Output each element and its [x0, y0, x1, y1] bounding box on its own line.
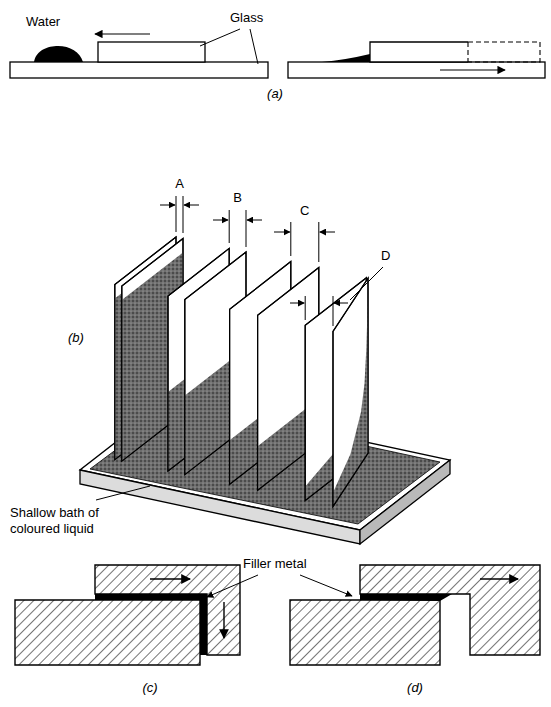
figure-label: (d)	[407, 680, 423, 696]
figure-label: (d)	[407, 680, 423, 696]
leader-arrow	[300, 575, 352, 596]
callout-text: Shallow bath of coloured liquid	[10, 505, 128, 537]
dimension-arrow	[320, 232, 335, 233]
leader-line	[200, 29, 240, 46]
leader-arrow	[207, 575, 258, 597]
figure-label: (b)	[68, 330, 84, 346]
dimension-arrow	[274, 232, 290, 233]
figure-label: (b)	[68, 330, 84, 346]
glass-slab	[288, 62, 545, 78]
dimension-letter: B	[233, 190, 242, 206]
dimension-arrow	[247, 220, 262, 221]
water-film	[322, 54, 370, 62]
dimension-arrow	[213, 220, 228, 221]
extension-line	[305, 296, 306, 320]
dimension-letter: D	[381, 248, 390, 264]
extension-line	[333, 296, 334, 326]
callout-text: Shallow bath of coloured liquid	[10, 505, 128, 537]
figure-label: (c)	[142, 680, 157, 696]
extension-line	[176, 196, 177, 232]
plate-outline	[333, 278, 368, 506]
lower-workpiece	[290, 600, 440, 665]
glass-slab	[10, 62, 268, 78]
glass-plate	[333, 278, 368, 506]
dimension-letter: C	[300, 203, 309, 219]
motion-arrow	[480, 578, 518, 579]
glass-slide	[98, 42, 205, 62]
motion-arrow	[95, 33, 150, 34]
dimension-letter: A	[175, 176, 184, 192]
leader-line	[350, 267, 383, 300]
filler-metal	[95, 594, 207, 655]
leader-line	[250, 29, 258, 64]
dimension-arrow	[290, 303, 304, 304]
risen-liquid	[333, 293, 368, 506]
part-label: Water	[26, 14, 60, 30]
part-label: Glass	[230, 10, 263, 26]
glass-slide	[370, 42, 468, 62]
extension-line	[290, 222, 291, 256]
extension-line	[183, 196, 184, 233]
figure-label: (a)	[267, 86, 283, 102]
motion-arrow	[150, 578, 190, 579]
water-drop	[34, 46, 83, 62]
figure-label: (a)	[267, 86, 283, 102]
dimension-letter: D	[381, 248, 390, 264]
lower-workpiece	[15, 600, 200, 665]
upper-workpiece	[95, 565, 240, 655]
motion-arrow	[223, 602, 224, 638]
leader-line	[96, 486, 150, 500]
dimension-arrow	[160, 205, 175, 206]
extension-line	[229, 210, 230, 243]
dimension-letter: C	[300, 203, 309, 219]
dimension-letter: A	[175, 176, 184, 192]
dimension-arrow	[334, 303, 348, 304]
part-label: Water	[26, 14, 60, 30]
motion-arrow	[440, 69, 505, 70]
part-label: Glass	[230, 10, 263, 26]
former-position	[468, 42, 540, 62]
filler-metal	[360, 594, 452, 601]
extension-line	[318, 222, 319, 262]
dimension-letter: B	[233, 190, 242, 206]
figure-label: (c)	[142, 680, 157, 696]
callout-text: Filler metal	[243, 556, 307, 572]
dimension-arrow	[184, 205, 199, 206]
upper-workpiece	[360, 565, 540, 655]
extension-line	[246, 210, 247, 247]
callout-text: Filler metal	[243, 556, 307, 572]
